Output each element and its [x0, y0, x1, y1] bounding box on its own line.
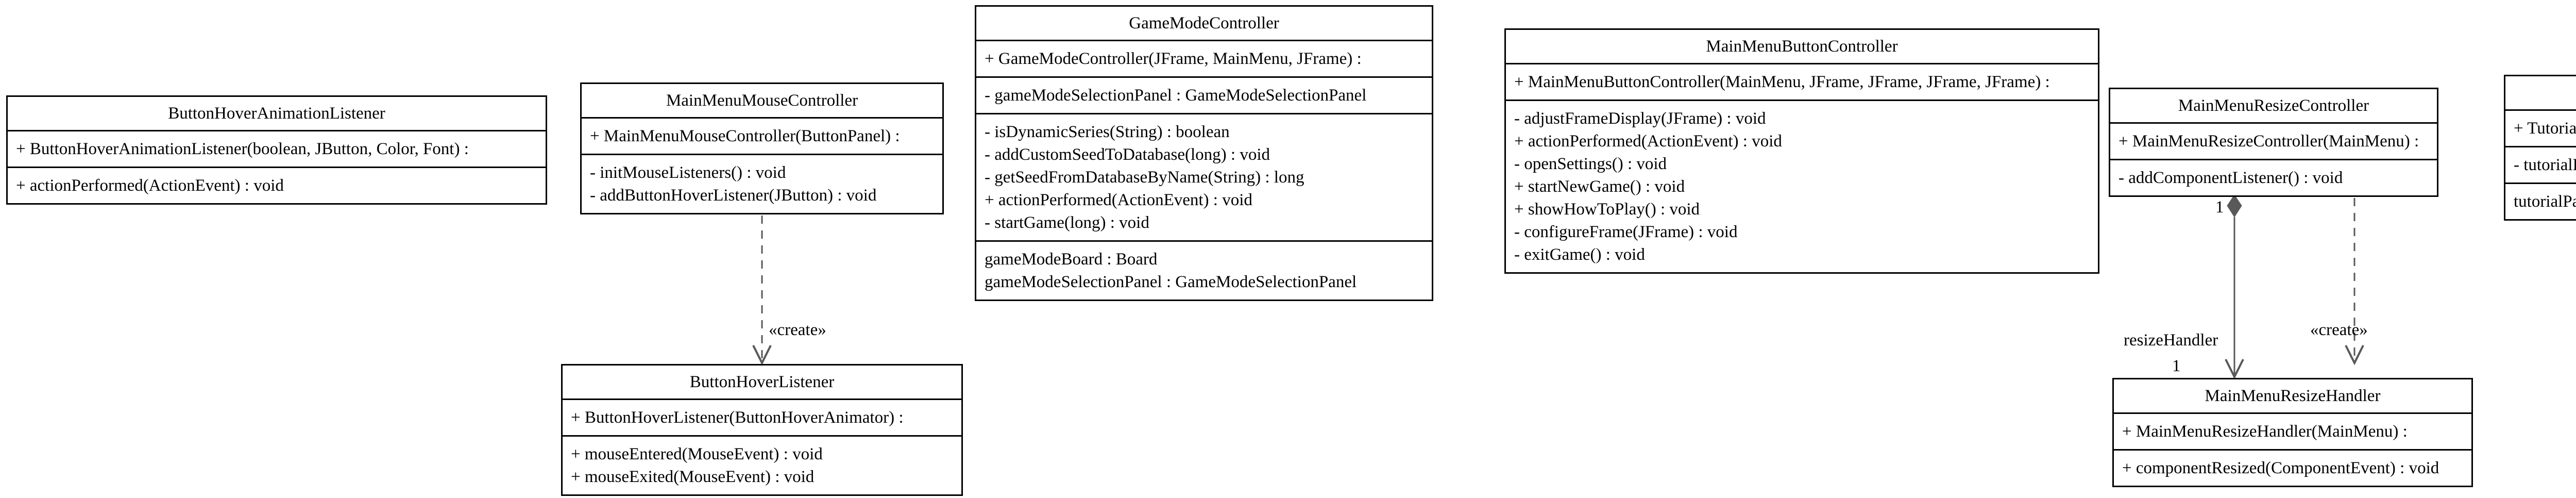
fields-compartment: - tutorialPanel : TutorialPanel: [2505, 146, 2576, 182]
class-box-main-menu-resize-handler: MainMenuResizeHandler + MainMenuResizeHa…: [2112, 378, 2473, 487]
member-row: + GameModeController(JFrame, MainMenu, J…: [985, 49, 1362, 68]
methods-compartment: - initMouseListeners() : void - addButton…: [582, 154, 942, 213]
create-dependency-mouse-to-hoverlistener: [752, 215, 772, 366]
composition-source-multiplicity-label: 1: [2215, 198, 2224, 217]
member-row: + showHowToPlay() : void: [1514, 200, 1700, 219]
class-box-button-hover-animation-listener: ButtonHoverAnimationListener + ButtonHov…: [6, 95, 547, 205]
member-row: + MainMenuMouseController(ButtonPanel) :: [590, 127, 900, 145]
constructor-compartment: + MainMenuResizeController(MainMenu) :: [2110, 122, 2437, 159]
member-row: + actionPerformed(ActionEvent) : void: [16, 176, 284, 195]
member-row: - openSettings() : void: [1514, 155, 1667, 173]
member-row: + actionPerformed(ActionEvent) : void: [1514, 132, 1782, 151]
member-row: + MainMenuResizeController(MainMenu) :: [2119, 132, 2419, 151]
class-box-button-hover-listener: ButtonHoverListener + ButtonHoverListene…: [561, 364, 963, 496]
methods-compartment: + mouseEntered(MouseEvent) : void + mouse…: [563, 435, 961, 494]
member-row: + MainMenuResizeHandler(MainMenu) :: [2122, 422, 2408, 441]
constructor-compartment: + MainMenuResizeHandler(MainMenu) :: [2114, 412, 2471, 449]
constructor-compartment: + MainMenuButtonController(MainMenu, JFr…: [1506, 63, 2098, 99]
constructor-compartment: + ButtonHoverListener(ButtonHoverAnimato…: [563, 399, 961, 435]
member-row: - startGame(long) : void: [985, 213, 1149, 232]
class-title: MainMenuButtonController: [1706, 37, 1898, 56]
member-row: - exitGame() : void: [1514, 245, 1645, 264]
class-title: MainMenuMouseController: [666, 91, 858, 110]
class-title: GameModeController: [1129, 14, 1279, 32]
member-row: + actionPerformed(ActionEvent) : void: [985, 191, 1252, 209]
methods-compartment: + actionPerformed(ActionEvent) : void: [8, 167, 546, 203]
methods-compartment: - addComponentListener() : void: [2110, 159, 2437, 195]
class-title: ButtonHoverListener: [689, 373, 835, 391]
class-title: MainMenuResizeController: [2178, 96, 2369, 115]
class-box-main-menu-button-controller: MainMenuButtonController + MainMenuButto…: [1504, 28, 2099, 274]
constructor-compartment: + TutorialController(MainMenu, JFrame) :: [2505, 109, 2576, 146]
member-row: gameModeSelectionPanel : GameModeSelecti…: [985, 273, 1357, 291]
member-row: + TutorialController(MainMenu, JFrame) :: [2514, 119, 2576, 138]
class-box-main-menu-resize-controller: MainMenuResizeController + MainMenuResiz…: [2109, 88, 2438, 197]
member-row: + ButtonHoverListener(ButtonHoverAnimato…: [571, 408, 904, 427]
methods-compartment: + componentResized(ComponentEvent) : voi…: [2114, 449, 2471, 486]
member-row: tutorialPanel : JPanel: [2514, 192, 2576, 211]
composition-resizecontroller-to-resizehandler: [2225, 194, 2244, 379]
member-row: - adjustFrameDisplay(JFrame) : void: [1514, 109, 1766, 128]
member-row: + startNewGame() : void: [1514, 177, 1685, 196]
member-row: + ButtonHoverAnimationListener(boolean, …: [16, 140, 469, 158]
member-row: - initMouseListeners() : void: [590, 163, 786, 182]
member-row: - addButtonHoverListener(JButton) : void: [590, 186, 877, 205]
constructor-compartment: + ButtonHoverAnimationListener(boolean, …: [8, 130, 546, 167]
member-row: - isDynamicSeries(String) : boolean: [985, 123, 1230, 141]
member-row: - configureFrame(JFrame) : void: [1514, 223, 1738, 241]
class-box-tutorial-controller: TutorialController + TutorialController(…: [2504, 75, 2576, 221]
package-fields-compartment: gameModeBoard : Board gameModeSelectionPa…: [976, 240, 1432, 300]
composition-role-label: resizeHandler: [2124, 331, 2218, 350]
create-stereotype-label: «create»: [769, 321, 826, 339]
member-row: + MainMenuButtonController(MainMenu, JFr…: [1514, 73, 2050, 91]
member-row: - getSeedFromDatabaseByName(String) : lo…: [985, 168, 1304, 187]
package-fields-compartment: tutorialPanel : JPanel: [2505, 182, 2576, 219]
class-title: MainMenuResizeHandler: [2205, 387, 2381, 405]
member-row: - tutorialPanel : TutorialPanel: [2514, 156, 2576, 174]
constructor-compartment: + GameModeController(JFrame, MainMenu, J…: [976, 40, 1432, 76]
member-row: gameModeBoard : Board: [985, 250, 1158, 269]
composition-target-multiplicity-label: 1: [2172, 357, 2181, 375]
constructor-compartment: + MainMenuMouseController(ButtonPanel) :: [582, 117, 942, 154]
member-row: + componentResized(ComponentEvent) : voi…: [2122, 459, 2439, 477]
class-box-game-mode-controller: GameModeController + GameModeController(…: [975, 5, 1433, 301]
member-row: + mouseExited(MouseEvent) : void: [571, 468, 815, 486]
member-row: - addComponentListener() : void: [2119, 169, 2343, 187]
member-row: - addCustomSeedToDatabase(long) : void: [985, 145, 1270, 164]
create-stereotype-label: «create»: [2310, 321, 2368, 339]
methods-compartment: - isDynamicSeries(String) : boolean - add…: [976, 113, 1432, 240]
member-row: + mouseEntered(MouseEvent) : void: [571, 445, 823, 463]
member-row: - gameModeSelectionPanel : GameModeSelec…: [985, 86, 1367, 105]
class-title: ButtonHoverAnimationListener: [168, 104, 385, 123]
class-title: TutorialController: [2505, 76, 2576, 109]
methods-compartment: - adjustFrameDisplay(JFrame) : void + act…: [1506, 99, 2098, 272]
fields-compartment: - gameModeSelectionPanel : GameModeSelec…: [976, 76, 1432, 113]
class-box-main-menu-mouse-controller: MainMenuMouseController + MainMenuMouseC…: [580, 82, 944, 214]
